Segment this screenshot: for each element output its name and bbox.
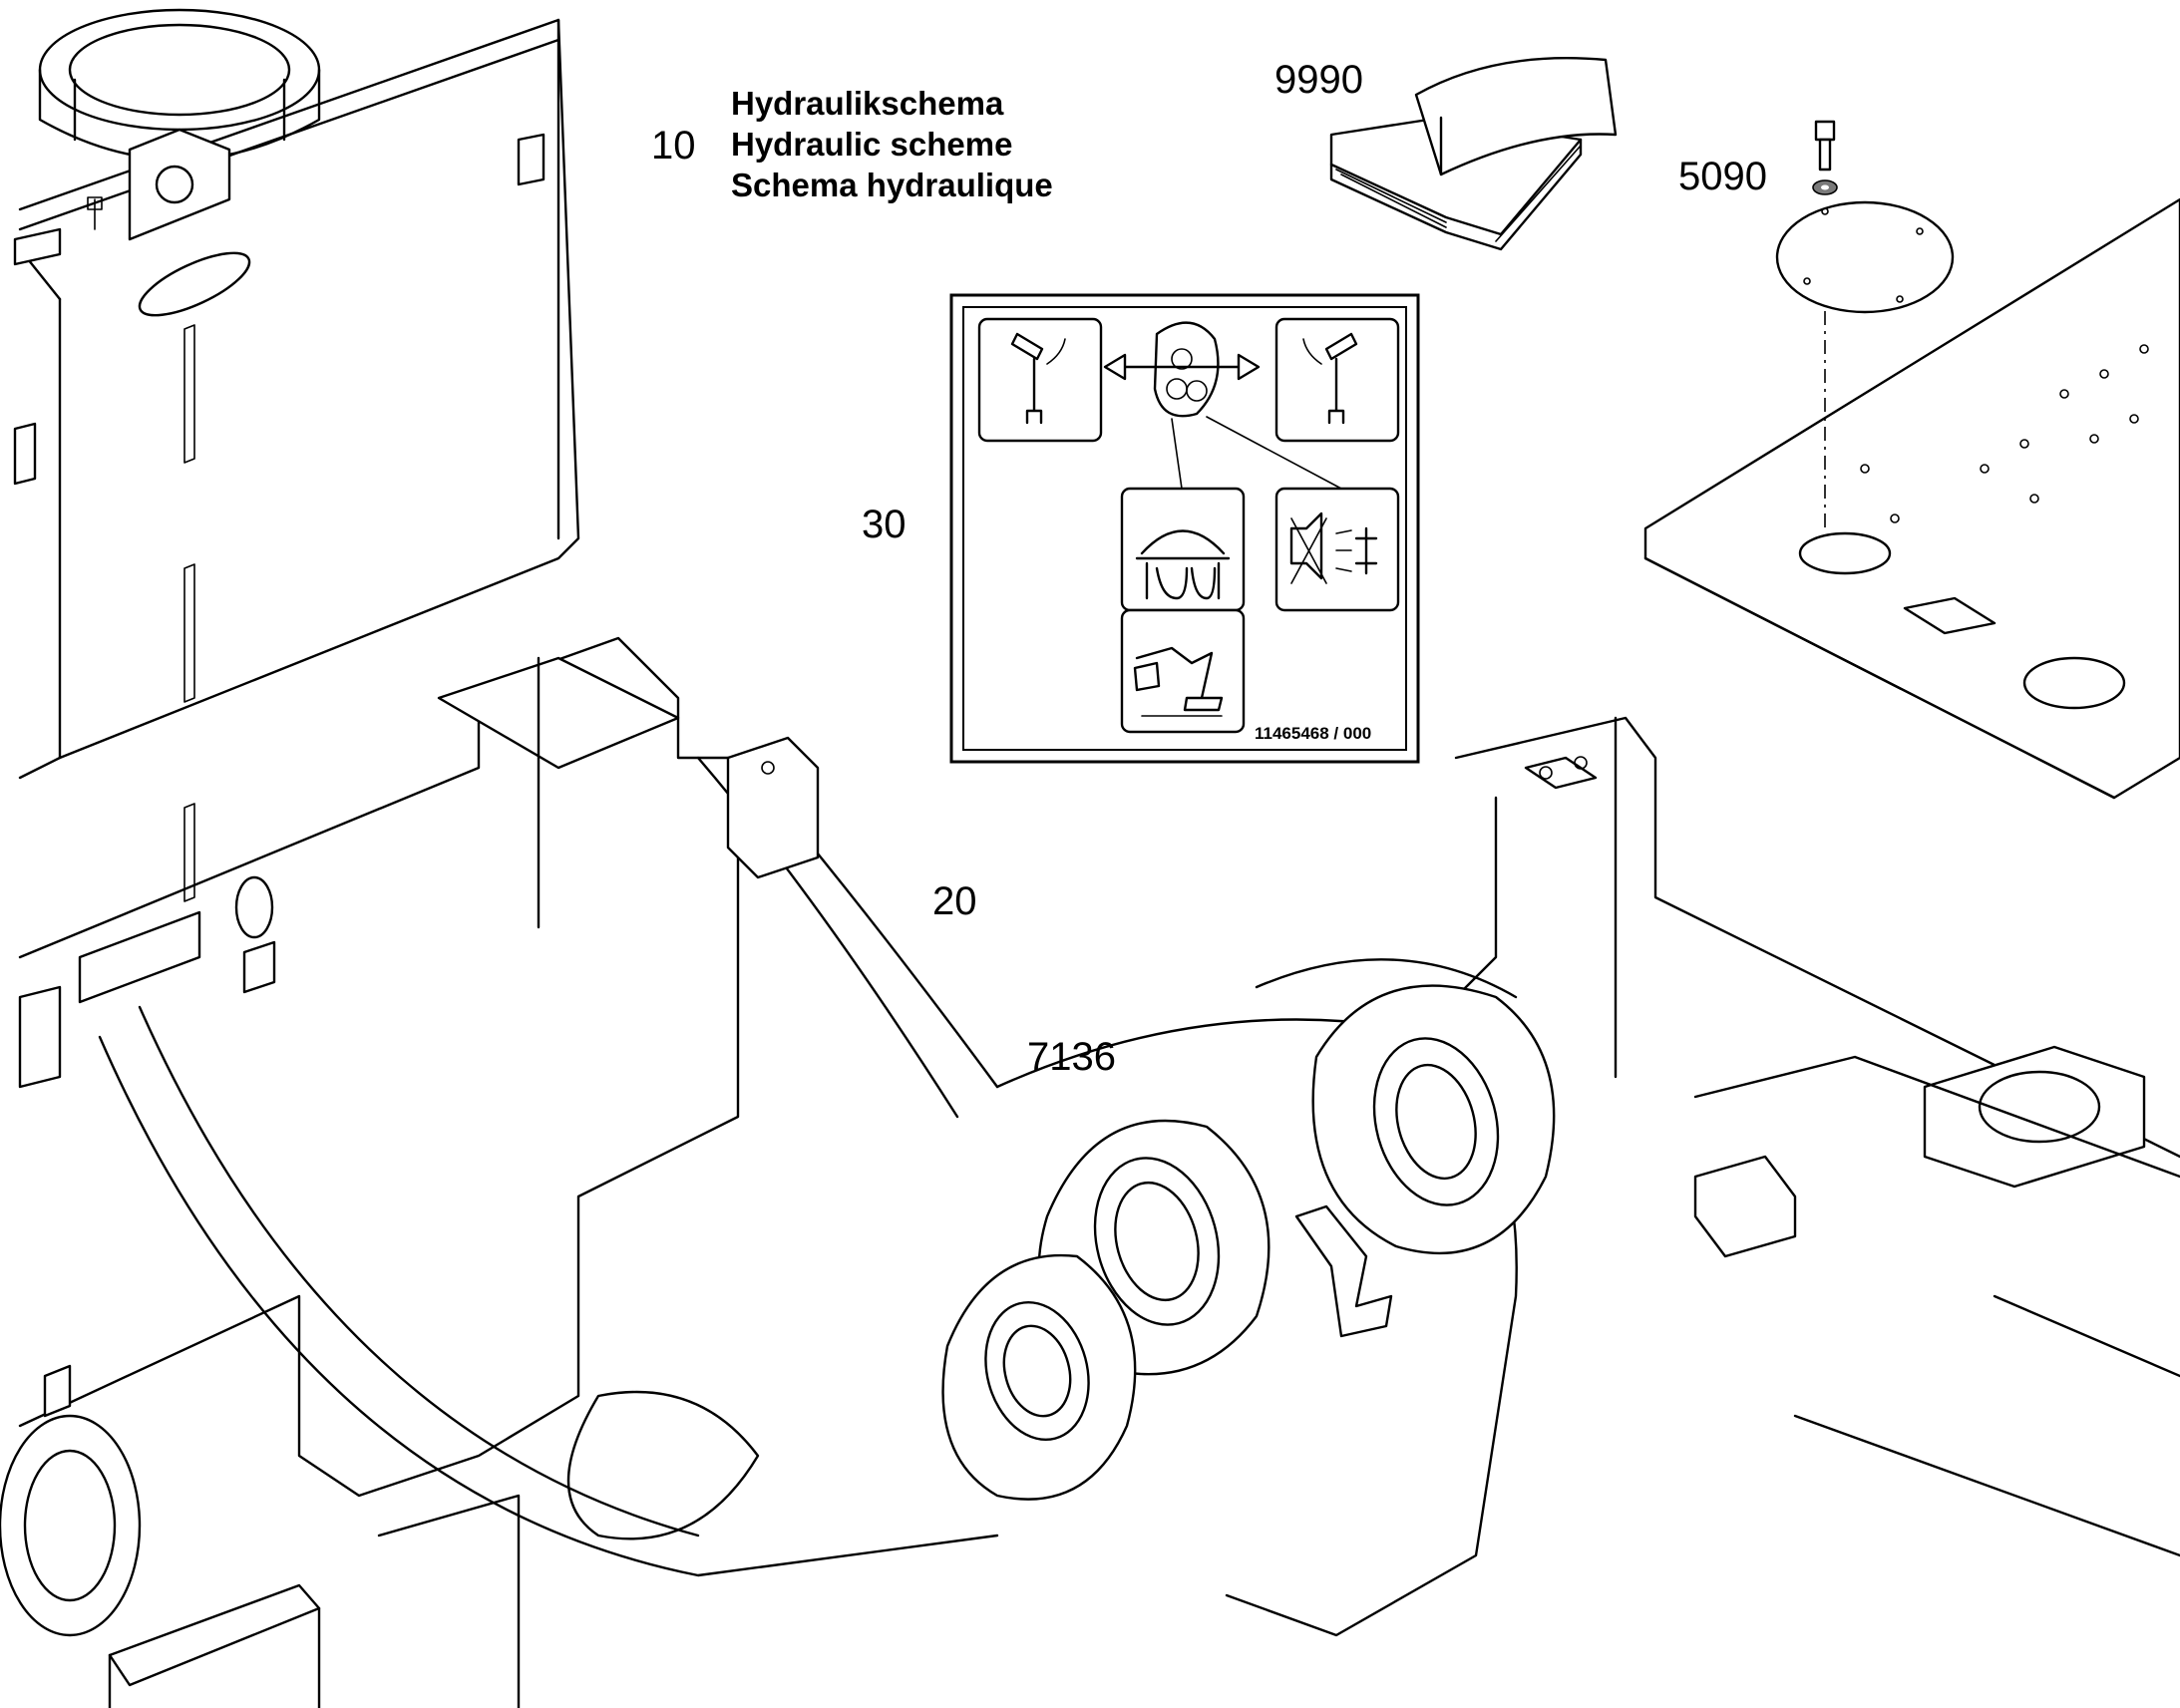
bolt-icon bbox=[1814, 120, 1836, 171]
cover-plate-icon bbox=[1775, 200, 1955, 314]
legend-line-de: Hydraulikschema bbox=[731, 85, 1004, 122]
callout-10: 10 bbox=[651, 124, 696, 168]
boom-mount-frame bbox=[941, 716, 2180, 1637]
manual-book-icon bbox=[1329, 57, 1618, 251]
callout-20: 20 bbox=[932, 879, 977, 923]
legend-line-en: Hydraulic scheme bbox=[731, 126, 1013, 163]
callout-30: 30 bbox=[862, 503, 907, 546]
upper-platform-plate bbox=[1643, 197, 2180, 800]
callout-5090: 5090 bbox=[1678, 155, 1767, 198]
washer-icon bbox=[1812, 179, 1838, 195]
callout-9990: 9990 bbox=[1274, 58, 1363, 102]
upper-frame-tower bbox=[13, 18, 580, 902]
decal-part-code: 11465468 / 000 bbox=[1255, 724, 1372, 743]
legend-line-fr: Schema hydraulique bbox=[731, 167, 1053, 203]
cover-plate-assembly bbox=[1775, 120, 1955, 533]
decal-panel bbox=[949, 293, 1420, 764]
callout-7136: 7136 bbox=[1027, 1035, 1116, 1079]
hydraulic-scheme-legend: Hydraulikschema Hydraulic scheme Schema … bbox=[731, 83, 1053, 205]
swivel-ring-mount bbox=[38, 8, 321, 241]
main-frame bbox=[0, 636, 999, 1708]
